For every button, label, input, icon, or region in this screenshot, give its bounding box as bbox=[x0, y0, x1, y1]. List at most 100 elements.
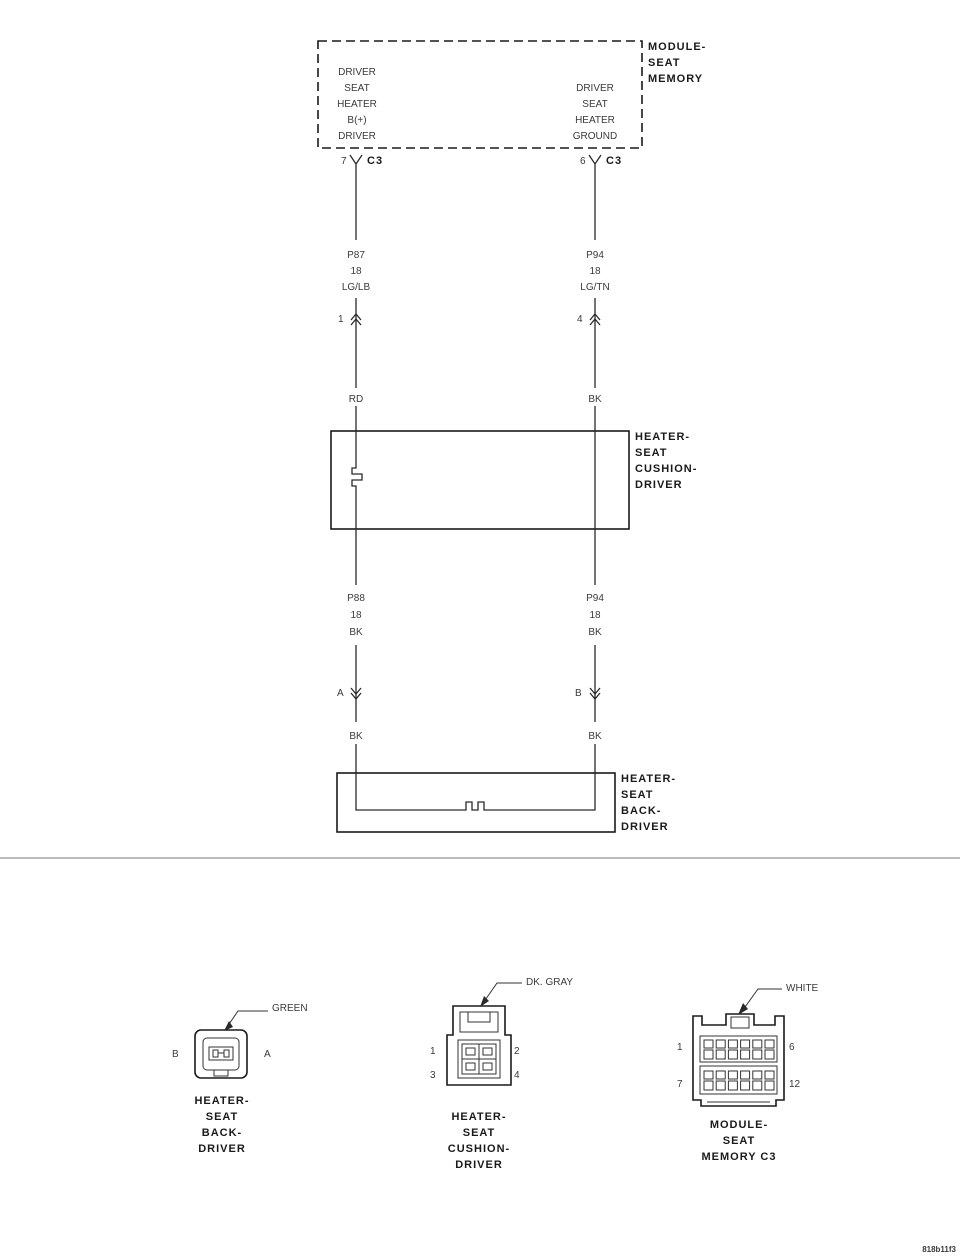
back-label-line: HEATER- bbox=[621, 773, 676, 785]
connector-title-line: SEAT bbox=[723, 1135, 756, 1147]
figure-code: 818b11f3 bbox=[922, 1245, 956, 1254]
pin-number: 1 bbox=[338, 314, 344, 325]
wire-label-line: LG/TN bbox=[580, 282, 609, 293]
heater-seat-cushion-box bbox=[330, 430, 630, 530]
wire-label-line: LG/LB bbox=[342, 282, 371, 293]
connector-terminal bbox=[482, 1062, 493, 1071]
cushion-label-line: HEATER- bbox=[635, 431, 690, 443]
connector-title-line: HEATER- bbox=[194, 1095, 249, 1107]
back-label-line: SEAT bbox=[621, 789, 654, 801]
cushion-label-line: CUSHION- bbox=[635, 463, 697, 475]
connector-pin-label: 2 bbox=[514, 1046, 520, 1057]
module-label-line: MEMORY bbox=[648, 73, 703, 85]
connector-title-line: CUSHION- bbox=[448, 1143, 510, 1155]
pin-number: 4 bbox=[577, 314, 583, 325]
wire-color: BK bbox=[588, 394, 602, 405]
wire-label-line: BK bbox=[349, 627, 363, 638]
connector-shell bbox=[194, 1029, 248, 1079]
cavity bbox=[740, 1080, 751, 1091]
connector-pin-label: 12 bbox=[789, 1079, 801, 1090]
wire-label-line: 18 bbox=[589, 266, 601, 277]
pin-label-line: SEAT bbox=[582, 99, 607, 110]
wire-label-p94-lower: P94 18 BK bbox=[586, 593, 604, 638]
cavity-latch bbox=[752, 1070, 763, 1080]
connector-inner bbox=[457, 1039, 501, 1079]
inline-connector-symbol bbox=[589, 687, 601, 701]
connector-view-module-c3: WHITE 1 6 7 12 MODULE- SEAT MEMORY C3 bbox=[677, 983, 819, 1163]
wire-label-line: BK bbox=[588, 627, 602, 638]
wire-label-line: 18 bbox=[350, 610, 362, 621]
cushion-label-line: DRIVER bbox=[635, 479, 683, 491]
connector-fork-symbol bbox=[349, 154, 363, 166]
connector-cavity bbox=[208, 1046, 234, 1061]
module-label-line: SEAT bbox=[648, 57, 681, 69]
cavity bbox=[764, 1049, 775, 1060]
cavity-latch bbox=[727, 1039, 738, 1049]
module-left-pin-label: DRIVER SEAT HEATER B(+) DRIVER bbox=[337, 67, 377, 142]
cavity-latch bbox=[764, 1070, 775, 1080]
wire-color: BK bbox=[349, 731, 363, 742]
wire-label-line: P94 bbox=[586, 593, 604, 604]
wire-color: BK bbox=[588, 731, 602, 742]
connector-color: DK. GRAY bbox=[526, 977, 573, 988]
pin-number: 6 bbox=[580, 156, 586, 167]
cavity bbox=[715, 1049, 726, 1060]
connector-pin-label: B bbox=[172, 1049, 179, 1060]
leader-arrow bbox=[480, 996, 489, 1007]
pin-letter: B bbox=[575, 688, 582, 699]
pin-label-line: DRIVER bbox=[338, 131, 376, 142]
connector-pin-label: 6 bbox=[789, 1042, 795, 1053]
connector-id: C3 bbox=[606, 155, 622, 167]
connector-fork-symbol bbox=[588, 154, 602, 166]
connector-view-seat-cushion: DK. GRAY 1 2 3 4 HEATER- SEAT CUSHION- D… bbox=[430, 977, 573, 1171]
pin-label-line: DRIVER bbox=[576, 83, 614, 94]
heating-element-symbol bbox=[351, 431, 363, 529]
color-leader-line bbox=[480, 982, 522, 1007]
wire-label-p94-upper: P94 18 LG/TN bbox=[580, 250, 609, 293]
inline-connector-symbol bbox=[350, 687, 362, 701]
cavity bbox=[740, 1049, 751, 1060]
connector-title: HEATER- SEAT BACK- DRIVER bbox=[194, 1095, 249, 1155]
color-leader-line bbox=[739, 988, 782, 1015]
connector-title-line: MODULE- bbox=[710, 1119, 768, 1131]
connector-pin-label: A bbox=[264, 1049, 271, 1060]
pin-label-line: SEAT bbox=[344, 83, 369, 94]
wire-label-line: P88 bbox=[347, 593, 365, 604]
module-label: MODULE- SEAT MEMORY bbox=[648, 41, 706, 85]
connector-title-line: HEATER- bbox=[451, 1111, 506, 1123]
connector-cavities bbox=[703, 1039, 775, 1091]
connector-terminal bbox=[465, 1047, 476, 1056]
connector-latch bbox=[730, 1016, 750, 1029]
cavity-latch bbox=[715, 1070, 726, 1080]
inline-connector-symbol bbox=[589, 312, 601, 326]
connector-pin-label: 7 bbox=[677, 1079, 683, 1090]
connector-shell bbox=[446, 1005, 512, 1086]
connector-title-line: SEAT bbox=[463, 1127, 496, 1139]
connector-terminal bbox=[223, 1049, 230, 1058]
pin-label-line: HEATER bbox=[337, 99, 377, 110]
module-label-line: MODULE- bbox=[648, 41, 706, 53]
cavity bbox=[715, 1080, 726, 1091]
cushion-label: HEATER- SEAT CUSHION- DRIVER bbox=[635, 431, 697, 491]
connector-id: C3 bbox=[367, 155, 383, 167]
cavity bbox=[703, 1049, 714, 1060]
pin-label-line: B(+) bbox=[347, 115, 366, 126]
connector-title: MODULE- SEAT MEMORY C3 bbox=[701, 1119, 775, 1163]
connector-pin-label: 3 bbox=[430, 1070, 436, 1081]
module-seat-memory-box bbox=[317, 40, 643, 149]
pin-number: 7 bbox=[341, 156, 347, 167]
wire-label-p87: P87 18 LG/LB bbox=[342, 250, 371, 293]
connector-title-line: DRIVER bbox=[455, 1159, 503, 1171]
cavity-latch bbox=[703, 1070, 714, 1080]
wire-label-line: P87 bbox=[347, 250, 365, 261]
cavity bbox=[752, 1080, 763, 1091]
inline-connector-symbol bbox=[350, 312, 362, 326]
connector-terminal bbox=[212, 1049, 219, 1058]
cavity-latch bbox=[715, 1039, 726, 1049]
back-label-line: DRIVER bbox=[621, 821, 669, 833]
wire-label-line: 18 bbox=[589, 610, 601, 621]
cavity-latch bbox=[764, 1039, 775, 1049]
connector-inner bbox=[202, 1037, 240, 1071]
connector-title-line: DRIVER bbox=[198, 1143, 246, 1155]
